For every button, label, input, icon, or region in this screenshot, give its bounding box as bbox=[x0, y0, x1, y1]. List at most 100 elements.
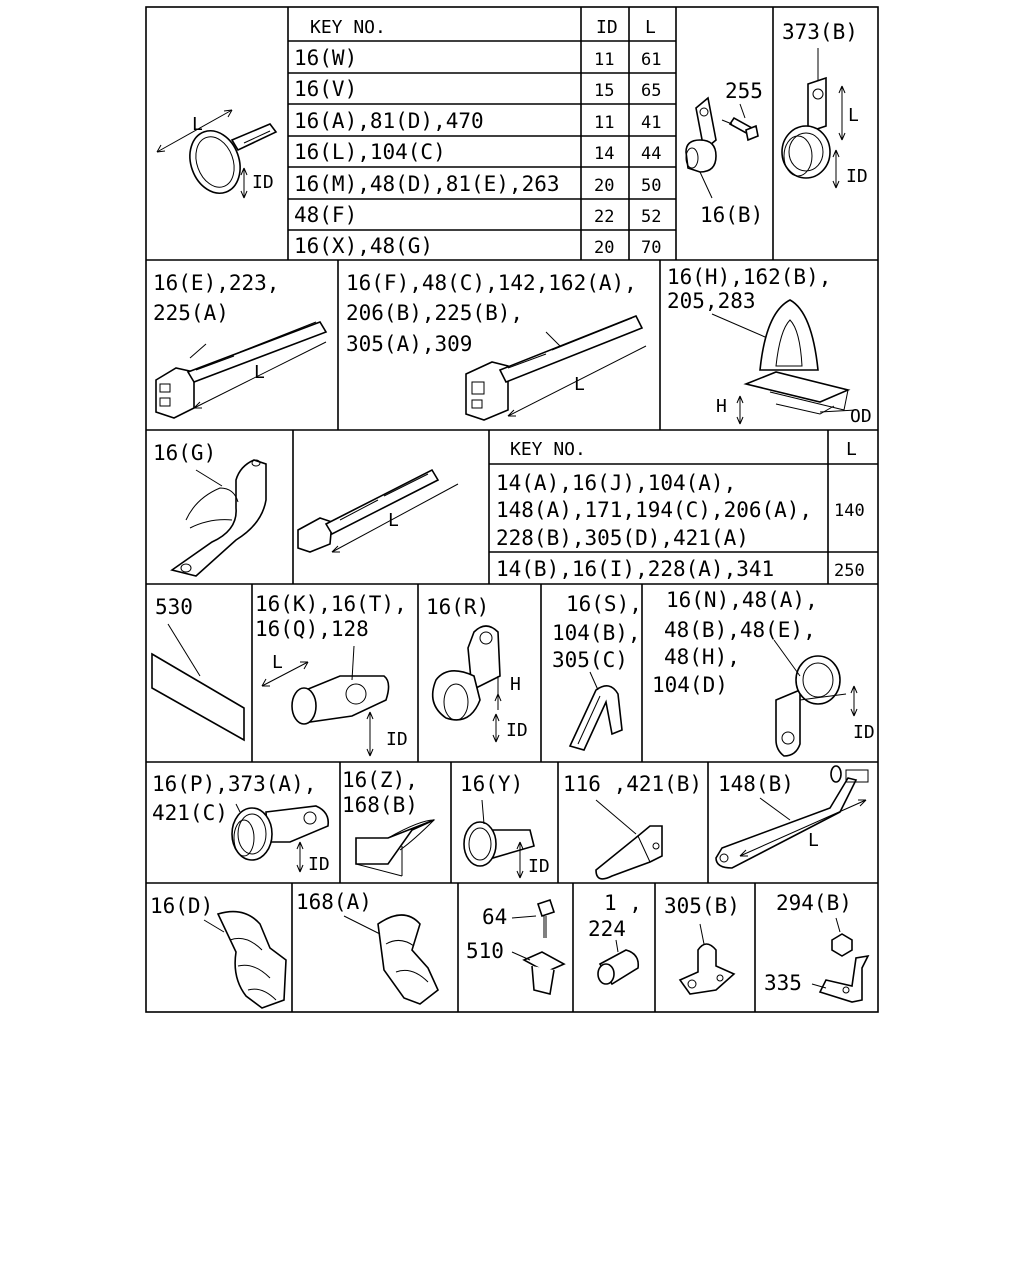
dim-id: ID bbox=[506, 720, 528, 741]
table-row-id: 20 bbox=[594, 176, 614, 196]
table-row-key: 16(M),48(D),81(E),263 bbox=[294, 172, 560, 196]
table-row-key-line: 228(B),305(D),421(A) bbox=[496, 526, 749, 550]
label-16k-line2: 16(Q),128 bbox=[255, 617, 369, 641]
table-row-key: 16(V) bbox=[294, 77, 357, 101]
part-16s-drawing: 16(S), 104(B), 305(C) bbox=[552, 592, 642, 751]
part-16n-drawing: 16(N),48(A), 48(B),48(E), 48(H), 104(D) … bbox=[652, 588, 875, 757]
label-530: 530 bbox=[155, 595, 193, 619]
table-row-key: 16(A),81(D),470 bbox=[294, 109, 484, 133]
table-row-l: 61 bbox=[641, 50, 661, 70]
table-row-id: 22 bbox=[594, 207, 614, 227]
table-row-id: 11 bbox=[594, 50, 614, 70]
label-1: 1 , bbox=[604, 891, 642, 915]
mid-key-table: KEY NO. L 14(A),16(J),104(A), 148(A),171… bbox=[489, 430, 878, 584]
dim-l: L bbox=[808, 830, 819, 851]
dim-id: ID bbox=[252, 172, 274, 193]
label-16p-line1: 16(P),373(A), bbox=[152, 772, 316, 796]
dim-id: ID bbox=[386, 729, 408, 750]
label-16n-line3: 48(H), bbox=[664, 645, 740, 669]
label-16s-line2: 104(B), bbox=[552, 621, 641, 645]
dim-od: OD bbox=[850, 406, 872, 427]
label-168a: 168(A) bbox=[296, 890, 372, 914]
dim-h: H bbox=[716, 396, 727, 417]
dim-l: L bbox=[254, 362, 265, 383]
long-cable-tie-drawing: L bbox=[297, 468, 459, 553]
part-16z-drawing: 16(Z), 168(B) bbox=[342, 768, 436, 877]
label-16n-line2: 48(B),48(E), bbox=[664, 618, 816, 642]
label-305b: 305(B) bbox=[664, 894, 740, 918]
table-row-key: 16(W) bbox=[294, 46, 357, 70]
label-16f-line3: 305(A),309 bbox=[346, 332, 472, 356]
dim-l: L bbox=[192, 114, 203, 135]
label-16p-line2: 421(C) bbox=[152, 801, 228, 825]
label-16b: 16(B) bbox=[700, 203, 763, 227]
table-row-l: 65 bbox=[641, 81, 661, 101]
dim-id: ID bbox=[853, 722, 875, 743]
dim-l: L bbox=[574, 374, 585, 395]
label-16y: 16(Y) bbox=[460, 772, 523, 796]
label-16k-line1: 16(K),16(T), bbox=[255, 592, 407, 616]
part-148b-drawing: 148(B) L bbox=[715, 765, 869, 869]
label-335: 335 bbox=[764, 971, 802, 995]
dim-id: ID bbox=[308, 854, 330, 875]
table-row-l: 70 bbox=[641, 238, 661, 258]
table-row-l: 52 bbox=[641, 207, 661, 227]
table-row-key: 16(X),48(G) bbox=[294, 234, 433, 258]
top-key-table: KEY NO. ID L 16(W) 11 61 16(V) 15 65 16(… bbox=[288, 7, 676, 260]
table-row-l: 41 bbox=[641, 113, 661, 133]
label-16n-line4: 104(D) bbox=[652, 673, 728, 697]
dim-id: ID bbox=[528, 856, 550, 877]
label-16z-line2: 168(B) bbox=[342, 793, 418, 817]
dim-l: L bbox=[848, 105, 859, 126]
part-116-drawing: 116 ,421(B) bbox=[563, 772, 702, 880]
part-1-224-drawing: 1 , 224 bbox=[588, 891, 642, 986]
label-16n-line1: 16(N),48(A), bbox=[666, 588, 818, 612]
table-row-l: 250 bbox=[834, 561, 865, 581]
grid-lines bbox=[145, 6, 879, 1013]
table-row-l: 140 bbox=[834, 501, 865, 521]
label-373b: 373(B) bbox=[782, 20, 858, 44]
part-530-drawing: 530 bbox=[151, 595, 245, 742]
part-373b-drawing: 373(B) L ID bbox=[781, 20, 868, 189]
dim-id: ID bbox=[846, 166, 868, 187]
label-16g: 16(G) bbox=[153, 441, 216, 465]
part-16h-drawing: 16(H),162(B), 205,283 H OD bbox=[667, 265, 872, 427]
label-16f-line1: 16(F),48(C),142,162(A), bbox=[346, 271, 637, 295]
part-168a-drawing: 168(A) bbox=[296, 890, 439, 1005]
label-64: 64 bbox=[482, 905, 507, 929]
dim-h: H bbox=[510, 674, 521, 695]
label-16r: 16(R) bbox=[426, 595, 489, 619]
label-116: 116 ,421(B) bbox=[563, 772, 702, 796]
table-row-key-line: 14(B),16(I),228(A),341 bbox=[496, 557, 774, 581]
label-16d: 16(D) bbox=[150, 894, 213, 918]
label-148b: 148(B) bbox=[718, 772, 794, 796]
dim-l: L bbox=[272, 652, 283, 673]
part-16r-drawing: 16(R) H ID bbox=[426, 595, 528, 743]
table-row-key: 48(F) bbox=[294, 203, 357, 227]
part-16e-drawing: 16(E),223, 225(A) L bbox=[153, 271, 328, 419]
part-64-510-drawing: 64 510 bbox=[466, 898, 566, 995]
part-16g-drawing: 16(G) bbox=[153, 441, 267, 577]
table-row-id: 14 bbox=[594, 144, 614, 164]
part-16b-drawing: 255 16(B) bbox=[685, 79, 763, 227]
label-294b: 294(B) bbox=[776, 891, 852, 915]
label-16f-line2: 206(B),225(B), bbox=[346, 301, 523, 325]
label-16s-line3: 305(C) bbox=[552, 648, 628, 672]
part-16y-drawing: 16(Y) ID bbox=[460, 772, 550, 879]
part-16d-drawing: 16(D) bbox=[150, 894, 287, 1009]
part-305b-drawing: 305(B) bbox=[664, 894, 740, 995]
label-16h-line1: 16(H),162(B), bbox=[667, 265, 831, 289]
part-16f-drawing: 16(F),48(C),142,162(A), 206(B),225(B), 3… bbox=[346, 271, 647, 421]
table-header-key: KEY NO. bbox=[310, 17, 386, 38]
table-header-key: KEY NO. bbox=[510, 439, 586, 460]
part-294b-335-drawing: 294(B) 335 bbox=[764, 891, 870, 1003]
label-255: 255 bbox=[725, 79, 763, 103]
band-clamp-drawing: L ID bbox=[156, 109, 278, 199]
table-row-id: 20 bbox=[594, 238, 614, 258]
part-16k-drawing: 16(K),16(T), 16(Q),128 L ID bbox=[255, 592, 408, 757]
table-row-l: 44 bbox=[641, 144, 661, 164]
label-16s-line1: 16(S), bbox=[566, 592, 642, 616]
dim-l: L bbox=[388, 510, 399, 531]
table-row-id: 15 bbox=[594, 81, 614, 101]
